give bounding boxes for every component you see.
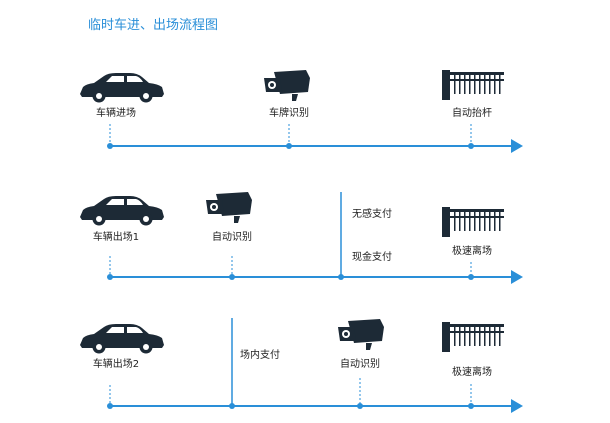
- step-dot: [357, 403, 363, 409]
- step-label: 极速离场: [452, 244, 492, 257]
- step-dot: [107, 274, 113, 280]
- flow-exit-2: 车辆出场2 场内支付 自动识别 极速离场: [80, 318, 523, 413]
- car-icon: [80, 196, 164, 226]
- step-dot: [107, 143, 113, 149]
- camera-icon: [264, 70, 310, 101]
- car-icon: [80, 73, 164, 103]
- step-label: 车牌识别: [269, 106, 309, 119]
- arrow-head: [511, 139, 523, 153]
- barrier-gate-icon: [442, 70, 504, 100]
- flow-exit-1: 车辆出场1 自动识别 无感支付 现金支付 极速离场: [80, 192, 523, 284]
- barrier-gate-icon: [442, 322, 504, 352]
- step-label: 无感支付: [352, 207, 392, 220]
- flow-entry: 车辆进场 车牌识别 自动抬杆: [80, 70, 523, 153]
- car-icon: [80, 324, 164, 354]
- step-label: 场内支付: [240, 348, 280, 361]
- page-title: 临时车进、出场流程图: [88, 18, 219, 33]
- step-dot: [468, 274, 474, 280]
- step-dot: [286, 143, 292, 149]
- step-dot: [229, 274, 235, 280]
- step-label: 自动识别: [340, 357, 380, 370]
- arrow-head: [511, 399, 523, 413]
- step-dot: [468, 403, 474, 409]
- step-label: 极速离场: [452, 365, 492, 378]
- step-label: 车辆出场2: [93, 357, 139, 370]
- step-label: 现金支付: [352, 250, 392, 263]
- step-label: 自动识别: [212, 230, 252, 243]
- arrow-head: [511, 270, 523, 284]
- camera-icon: [206, 192, 252, 223]
- barrier-gate-icon: [442, 207, 504, 237]
- step-dot: [468, 143, 474, 149]
- step-dot: [338, 274, 344, 280]
- step-label: 车辆出场1: [93, 230, 139, 243]
- step-label: 车辆进场: [96, 106, 136, 119]
- step-dot: [229, 403, 235, 409]
- camera-icon: [338, 319, 384, 350]
- step-dot: [107, 403, 113, 409]
- step-label: 自动抬杆: [452, 106, 492, 119]
